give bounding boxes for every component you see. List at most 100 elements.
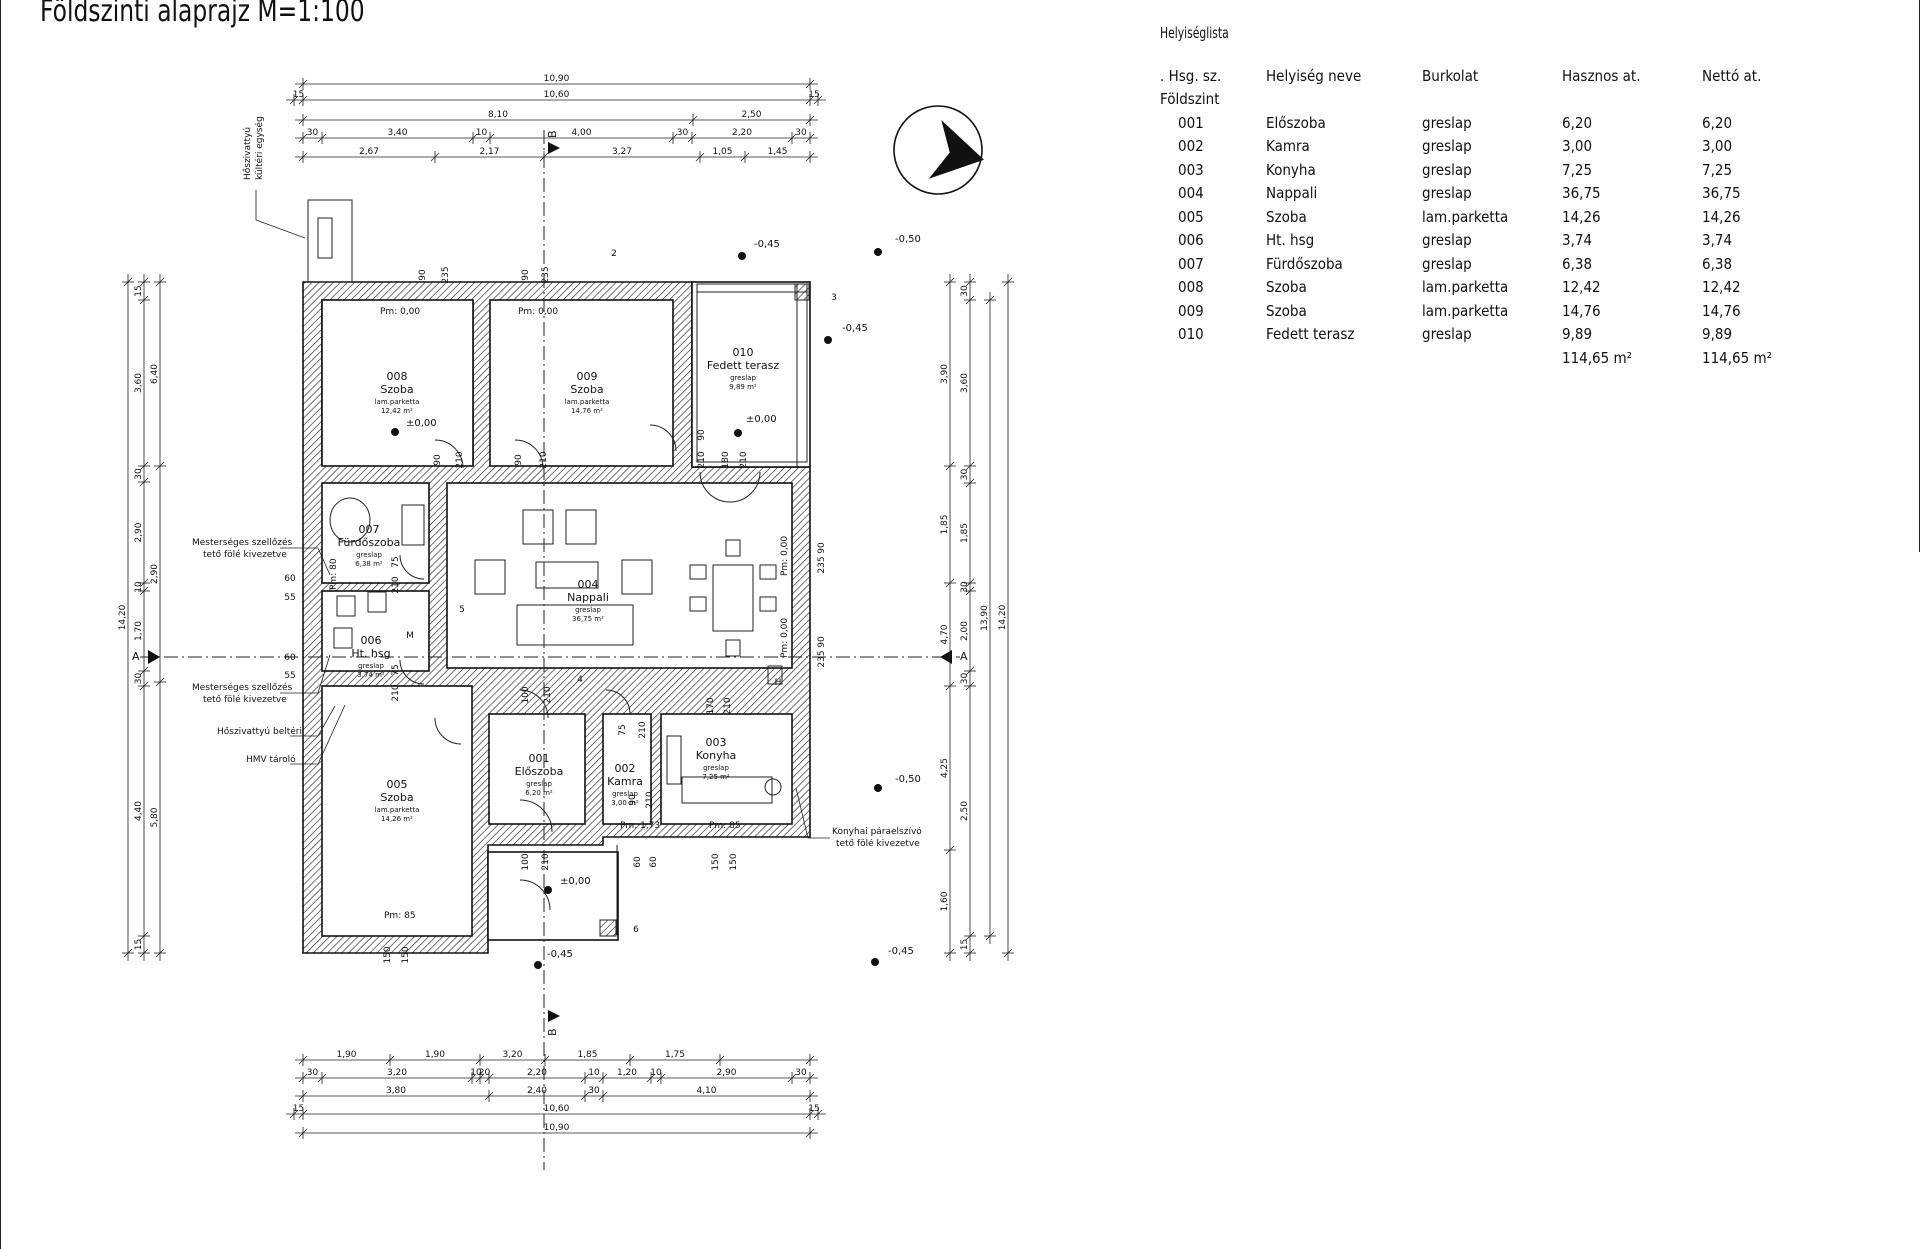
dim-label: 30 — [134, 468, 144, 480]
dim-label: M — [406, 631, 414, 641]
dim-label: 210 — [638, 721, 648, 738]
dim-label: 20 — [479, 1068, 491, 1078]
level-008: ±0,00 — [406, 418, 437, 429]
section-b-top-label: B — [546, 130, 559, 138]
room-label-no: 001 — [529, 752, 550, 765]
pm-labels: Pm: 0,00 Pm: 0,00 Pm: 85 Pm: 85 Pm: 1,73… — [329, 307, 790, 921]
dim-label: 2,67 — [359, 147, 379, 157]
room-009 — [489, 299, 674, 467]
dim-label: 55 — [284, 671, 295, 681]
dim-label: 210 — [645, 791, 655, 808]
vent2-label: Mesterséges szellőzés — [192, 682, 293, 693]
level-porch-bottom: -0,45 — [547, 949, 573, 960]
room-list-cell-net: 3,74 — [1702, 231, 1733, 250]
room-list-cell-no: 006 — [1178, 231, 1204, 250]
dim-label: 4 — [577, 675, 583, 685]
dim-label: 15 — [293, 90, 304, 100]
room-list-cell-useful: 14,26 — [1562, 207, 1601, 226]
pm-004-a: Pm: 0,00 — [780, 536, 790, 576]
room-label-no: 006 — [361, 634, 382, 647]
room-010 — [691, 281, 811, 468]
level-terrace-top: -0,45 — [754, 239, 780, 250]
outdoor-unit-label: Hőszivattyú — [243, 127, 253, 180]
room-list-cell-name: Ht. hsg — [1266, 231, 1315, 250]
room-list-cell-useful: 7,25 — [1562, 160, 1593, 179]
entry-porch — [487, 851, 619, 941]
section-lines — [140, 130, 960, 1170]
room-label-floor: greslap — [358, 662, 384, 670]
dim-label: 30 — [795, 1068, 807, 1078]
dim-label: 15 — [808, 90, 819, 100]
dim-label: 210 — [391, 684, 401, 701]
hood-label-b: tető fölé kivezetve — [836, 838, 920, 849]
room-list-cell-floor: greslap — [1422, 113, 1472, 132]
room-label-no: 004 — [578, 578, 599, 591]
room-list-cell-name: Szoba — [1266, 278, 1307, 297]
dim-label: 60 — [284, 574, 296, 584]
left-border — [0, 0, 1, 1249]
section-markers: A A B B — [132, 130, 968, 1036]
pm-002: Pm: 1,73 — [620, 821, 660, 831]
dim-label: 90 — [817, 542, 827, 554]
leader-lines — [255, 190, 830, 839]
dim-label: 1,85 — [577, 1050, 597, 1060]
room-label-name: Előszoba — [515, 765, 564, 778]
col-header-floor: Burkolat — [1422, 66, 1479, 85]
room-list-cell-net: 3,00 — [1702, 137, 1733, 156]
dim-label: 1,20 — [617, 1068, 637, 1078]
dim-label: 5 — [459, 605, 465, 615]
dim-label: 90 — [418, 269, 428, 281]
section-a-right-label: A — [960, 650, 968, 663]
dim-label: 90 — [433, 454, 443, 466]
col-header-no: . Hsg. sz. — [1160, 66, 1222, 85]
room-list-cell-no: 009 — [1178, 301, 1204, 320]
room-label-floor: lam.parketta — [375, 398, 420, 406]
room-label-name: Szoba — [380, 383, 413, 396]
room-list-cell-net: 12,42 — [1702, 278, 1741, 297]
dim-label: 10,60 — [544, 1104, 570, 1114]
room-006-zone — [321, 590, 430, 672]
room-label-area: 7,25 m² — [702, 773, 730, 781]
room-list-cell-net: 14,26 — [1702, 207, 1741, 226]
dim-label: 10 — [588, 1068, 600, 1078]
room-list-cell-name: Konyha — [1266, 160, 1316, 179]
col-header-net: Nettó at. — [1702, 66, 1762, 85]
total-useful: 114,65 m² — [1562, 348, 1633, 367]
dim-label: 1,60 — [940, 891, 950, 911]
room-list-cell-useful: 36,75 — [1562, 184, 1601, 203]
dim-label: 210 — [455, 451, 465, 468]
dim-label: 30 — [795, 128, 807, 138]
dim-label: 210 — [541, 853, 551, 870]
dim-label: 30 — [960, 581, 970, 593]
room-001 — [488, 713, 586, 825]
terrace-outline — [599, 283, 810, 937]
section-a-left-label: A — [132, 650, 140, 663]
dim-label: 75 — [391, 556, 401, 567]
dim-label: 75 — [618, 724, 628, 735]
room-label-floor: lam.parketta — [375, 806, 420, 814]
room-label-floor: lam.parketta — [565, 398, 610, 406]
hmv-label: HMV tároló — [246, 754, 296, 765]
room-list-cell-useful: 6,38 — [1562, 254, 1593, 273]
room-list-cell-floor: greslap — [1422, 325, 1472, 344]
room-label-name: Kamra — [607, 775, 643, 788]
dim-label: 1,05 — [712, 147, 732, 157]
dim-label: 10,90 — [544, 1123, 570, 1133]
dim-label: 3,60 — [134, 373, 144, 393]
room-label-area: 14,26 m² — [381, 815, 413, 823]
vent2-label-b: tető fölé kivezetve — [203, 694, 287, 705]
dim-label: 90 — [697, 429, 707, 441]
dim-label: 3,20 — [502, 1050, 522, 1060]
room-label-floor: greslap — [575, 606, 601, 614]
dim-label: 15 — [960, 939, 970, 950]
room-label-no: 007 — [359, 523, 380, 536]
dim-label: 2 — [611, 249, 617, 259]
dim-label: 210 — [539, 451, 549, 468]
